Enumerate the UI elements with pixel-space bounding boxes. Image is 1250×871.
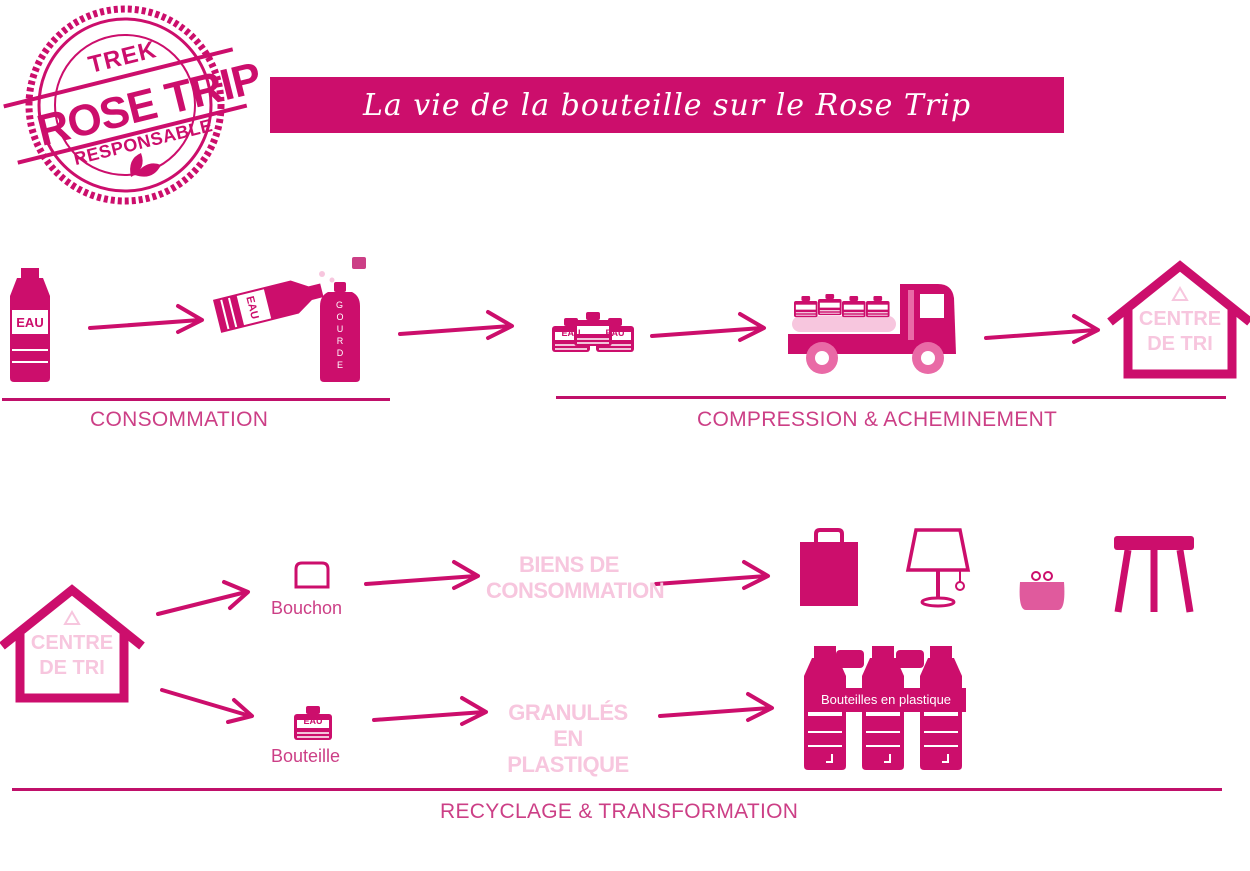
tote-bag-icon: [800, 528, 858, 606]
arrow-up-branch: [156, 580, 250, 616]
arrow-8: [658, 692, 774, 722]
svg-text:EAU: EAU: [605, 328, 624, 338]
arrow-2: [398, 310, 514, 340]
label-bouteille: Bouteille: [271, 746, 341, 766]
svg-text:CENTRE: CENTRE: [31, 632, 113, 654]
truck-icon: [788, 284, 956, 374]
label-granules: GRANULÉS EN PLASTIQUE: [490, 700, 646, 778]
granules-line-1: GRANULÉS: [508, 700, 628, 725]
plastic-bottles-icon: [803, 645, 966, 771]
compressed-bottles-icon: EAU EAU: [551, 311, 635, 353]
stool-icon: [1114, 536, 1194, 613]
svg-text:O: O: [336, 312, 343, 322]
svg-text:DE TRI: DE TRI: [39, 657, 105, 679]
title-banner: La vie de la bouteille sur le Rose Trip: [270, 77, 1064, 133]
water-bottle-icon: EAU: [10, 268, 50, 382]
svg-text:R: R: [337, 336, 344, 346]
rule-compression: [556, 396, 1226, 399]
arrow-7: [654, 560, 770, 590]
rule-recyclage: [12, 788, 1222, 791]
rose-trip-logo: [3, 5, 248, 205]
arrow-1: [88, 304, 204, 334]
svg-text:EAU: EAU: [303, 716, 322, 726]
biens-line-2: CONSOMMATION: [486, 578, 665, 603]
svg-text:EAU: EAU: [243, 295, 260, 320]
sorting-center-icon-2: CENTRE DE TRI: [2, 590, 142, 698]
lamp-icon: [905, 528, 971, 608]
svg-text:EAU: EAU: [561, 328, 580, 338]
biens-line-1: BIENS DE: [519, 552, 619, 577]
svg-text:D: D: [337, 348, 344, 358]
arrow-3: [650, 312, 766, 342]
arrow-down-branch: [160, 688, 254, 724]
bouchon-icon: [294, 561, 330, 589]
section-consommation: CONSOMMATION: [90, 408, 269, 431]
granules-line-2: EN PLASTIQUE: [507, 726, 629, 777]
sorting-center-icon-1: CENTRE DE TRI: [1110, 266, 1250, 374]
svg-text:G: G: [336, 300, 344, 310]
arrow-6: [372, 696, 488, 726]
section-recyclage: RECYCLAGE & TRANSFORMATION: [440, 800, 799, 823]
section-compression: COMPRESSION & ACHEMINEMENT: [697, 408, 1058, 431]
svg-text:CENTRE: CENTRE: [1139, 308, 1221, 330]
label-bouteilles-plastique: Bouteilles en plastique: [820, 692, 952, 707]
svg-text:DE TRI: DE TRI: [1147, 333, 1213, 355]
label-bouchon: Bouchon: [271, 598, 343, 618]
bouteille-compressed-icon: EAU: [293, 705, 333, 741]
gourde-icon: G O U R D E: [320, 282, 360, 382]
tilted-bottle-icon: EAU: [212, 280, 324, 333]
svg-text:U: U: [337, 324, 344, 334]
arrow-4: [984, 314, 1100, 344]
svg-text:EAU: EAU: [16, 315, 43, 330]
purse-icon: [1019, 571, 1065, 610]
svg-text:E: E: [337, 360, 343, 370]
page-title: La vie de la bouteille sur le Rose Trip: [362, 87, 972, 123]
arrow-5: [364, 560, 480, 590]
rule-consommation: [2, 398, 390, 401]
label-biens-consommation: BIENS DE CONSOMMATION: [486, 552, 665, 604]
